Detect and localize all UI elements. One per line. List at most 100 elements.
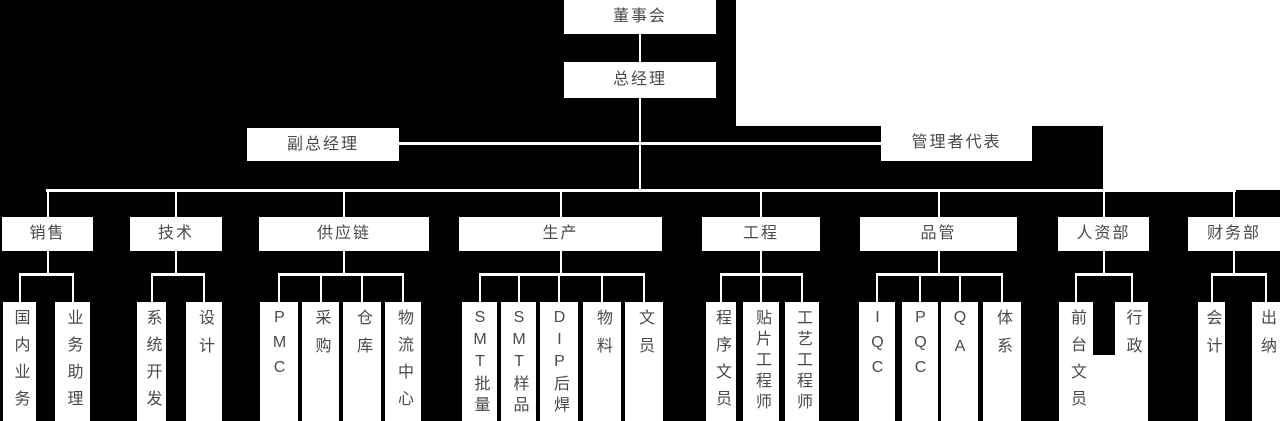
org-node-business-assistant: 业务助理 [55, 302, 90, 421]
connector-drop-business-assistant [71, 276, 74, 302]
connector-drop-finance [1233, 192, 1235, 217]
connector-supply-chain-children [343, 251, 345, 273]
org-node-program-clerk: 程序文员 [706, 302, 736, 421]
org-node-process-engineer: 工艺工程师 [785, 302, 819, 421]
org-node-label-program-clerk: 程序文员 [713, 309, 730, 417]
connector-drop-procurement [319, 276, 322, 302]
org-node-finance: 财务部 [1188, 217, 1280, 251]
org-node-label-procurement: 采购 [312, 309, 330, 365]
org-node-label-engineering: 工程 [742, 225, 779, 242]
connector-childline-quality [876, 273, 1003, 276]
org-node-label-management-representative: 管理者代表 [911, 134, 1002, 151]
org-node-label-supply-chain: 供应链 [316, 225, 371, 242]
connector-childline-sales [18, 273, 74, 276]
org-node-smt-batch: SMT批量 [462, 302, 497, 421]
connector-engineering-children [760, 251, 762, 273]
org-node-supply-chain: 供应链 [259, 217, 429, 251]
org-node-label-human-resources: 人资部 [1076, 225, 1131, 242]
connector-drop-qa [958, 276, 961, 302]
connector-drop-production [559, 192, 562, 217]
org-node-label-general-manager: 总经理 [612, 71, 667, 88]
org-node-pmc: PMC [260, 302, 298, 421]
connector-drop-technology [175, 192, 177, 217]
org-node-management-representative: 管理者代表 [881, 125, 1032, 161]
connector-childline-supply-chain [278, 273, 404, 276]
org-node-front-desk-clerk: 前台文员 [1059, 302, 1093, 421]
org-node-label-materials: 物料 [594, 309, 611, 365]
org-node-warehouse: 仓库 [343, 302, 381, 421]
connector-drop-quality [937, 192, 940, 217]
connector-childline-human-resources [1075, 273, 1133, 276]
connector-drop-human-resources [1102, 192, 1105, 217]
org-node-sales: 销售 [2, 217, 93, 251]
org-node-label-quality: 品管 [920, 225, 957, 242]
org-node-label-business-assistant: 业务助理 [64, 309, 82, 417]
org-node-iqc: IQC [859, 302, 895, 421]
org-node-cashier: 出纳 [1252, 302, 1280, 421]
connector-drop-smt-sample [517, 276, 520, 302]
org-node-label-administration: 行政 [1123, 309, 1141, 365]
connector-drop-warehouse [361, 276, 363, 302]
org-node-domestic-business: 国内业务 [3, 302, 36, 421]
org-node-label-cashier: 出纳 [1258, 309, 1275, 365]
connector-drop-materials [601, 276, 603, 302]
connector-board-gm [639, 34, 641, 62]
org-node-deputy-general-manager: 副总经理 [247, 128, 399, 161]
org-node-pqc: PQC [902, 302, 938, 421]
connector-drop-accounting [1210, 276, 1213, 302]
connector-main-horizontal [46, 189, 1236, 192]
connector-production-children [559, 251, 562, 273]
org-node-label-design: 设计 [196, 309, 213, 365]
connector-quality-children [937, 251, 940, 273]
org-node-label-accounting: 会计 [1203, 309, 1221, 365]
top-right-upper-white-area [736, 0, 1280, 126]
org-node-label-quality-system: 体系 [994, 309, 1011, 365]
org-node-label-technology: 技术 [157, 225, 194, 242]
org-node-accounting: 会计 [1198, 302, 1225, 421]
org-node-system-development: 系统开发 [137, 302, 166, 421]
org-node-label-board-of-directors: 董事会 [612, 8, 667, 25]
org-node-production: 生产 [459, 217, 662, 251]
connector-drop-administration [1130, 276, 1133, 302]
org-node-label-deputy-general-manager: 副总经理 [286, 135, 359, 153]
org-node-engineering: 工程 [702, 217, 820, 251]
org-node-label-front-desk-clerk: 前台文员 [1068, 309, 1085, 417]
org-node-qa: QA [941, 302, 978, 421]
connector-sales-children [46, 251, 49, 273]
org-node-administration: 行政 [1115, 302, 1148, 421]
org-node-label-system-development: 系统开发 [143, 309, 161, 417]
org-node-materials: 物料 [583, 302, 621, 421]
org-node-general-manager: 总经理 [564, 62, 716, 98]
org-node-label-smt-placement-engineer: 贴片工程师 [753, 309, 770, 414]
org-node-label-pqc: PQC [912, 309, 929, 384]
connector-drop-iqc [876, 276, 878, 302]
connector-drop-supply-chain [343, 192, 345, 217]
connector-childline-production [478, 273, 645, 276]
org-node-design: 设计 [186, 302, 222, 421]
hr-gap-white-fill [1093, 355, 1117, 421]
connector-drop-domestic-business [18, 276, 21, 302]
connector-drop-system-development [150, 276, 153, 302]
org-node-label-smt-batch: SMT批量 [471, 309, 489, 417]
connector-drop-smt-placement-engineer [760, 276, 762, 302]
connector-technology-children [175, 251, 177, 273]
connector-drop-clerk [643, 276, 645, 302]
org-node-label-process-engineer: 工艺工程师 [794, 309, 811, 414]
connector-childline-finance [1210, 273, 1267, 276]
connector-drop-front-desk-clerk [1075, 276, 1077, 302]
org-node-board-of-directors: 董事会 [564, 0, 716, 34]
connector-drop-engineering [760, 192, 762, 217]
connector-drop-dip-post-soldering [558, 276, 560, 302]
connector-drop-process-engineer [801, 276, 803, 302]
org-node-logistics-center: 物流中心 [385, 302, 421, 421]
org-node-label-dip-post-soldering: DIP后焊 [551, 309, 568, 417]
org-node-dip-post-soldering: DIP后焊 [540, 302, 578, 421]
org-node-label-clerk: 文员 [636, 309, 653, 365]
connector-deputy-rep [399, 142, 881, 145]
org-node-procurement: 采购 [302, 302, 339, 421]
connector-drop-sales [46, 192, 49, 217]
connector-childline-technology [150, 273, 205, 276]
org-node-label-warehouse: 仓库 [354, 309, 371, 365]
org-node-clerk: 文员 [625, 302, 663, 421]
